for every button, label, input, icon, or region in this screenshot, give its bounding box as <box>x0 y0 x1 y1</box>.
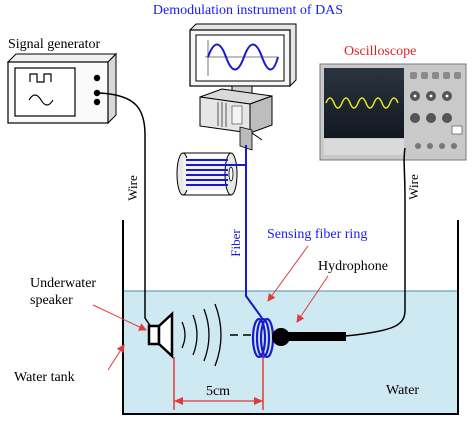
water-tank <box>122 220 459 415</box>
oscilloscope-label: Oscilloscope <box>344 44 416 59</box>
water-tank-arrow <box>107 344 125 371</box>
oscilloscope-photo <box>319 63 467 161</box>
speaker-icon <box>147 311 174 359</box>
signal-generator-icon <box>6 52 118 125</box>
monitor-icon <box>189 23 297 99</box>
underwater-speaker-label-line2: speaker <box>30 293 73 308</box>
wire-left-label: Wire <box>125 175 140 201</box>
distance-label: 5cm <box>206 384 230 399</box>
speaker-arrow <box>92 304 147 331</box>
das-title: Demodulation instrument of DAS <box>153 3 343 18</box>
water-label: Water <box>386 383 419 398</box>
server-unit-icon <box>199 88 273 151</box>
hydrophone-arrow <box>296 275 329 323</box>
distance-marker <box>173 357 264 410</box>
water-tank-label: Water tank <box>14 370 75 385</box>
hydrophone-icon <box>272 328 346 346</box>
sound-waves <box>181 303 222 367</box>
underwater-speaker-label-line1: Underwater <box>30 276 96 291</box>
fiber-line <box>228 145 263 319</box>
fiber-label: Fiber <box>228 229 243 257</box>
wire-right-label: Wire <box>406 174 421 200</box>
tank-walls <box>122 220 459 415</box>
fiber-spool-icon <box>176 152 238 196</box>
wire-right <box>344 147 406 337</box>
sensing-ring-arrow <box>267 245 309 302</box>
wire-left <box>99 92 154 331</box>
hydrophone-label: Hydrophone <box>318 259 388 274</box>
sensing-fiber-ring-label: Sensing fiber ring <box>267 227 367 242</box>
water-body <box>123 291 458 414</box>
signal-generator-label: Signal generator <box>8 37 100 52</box>
